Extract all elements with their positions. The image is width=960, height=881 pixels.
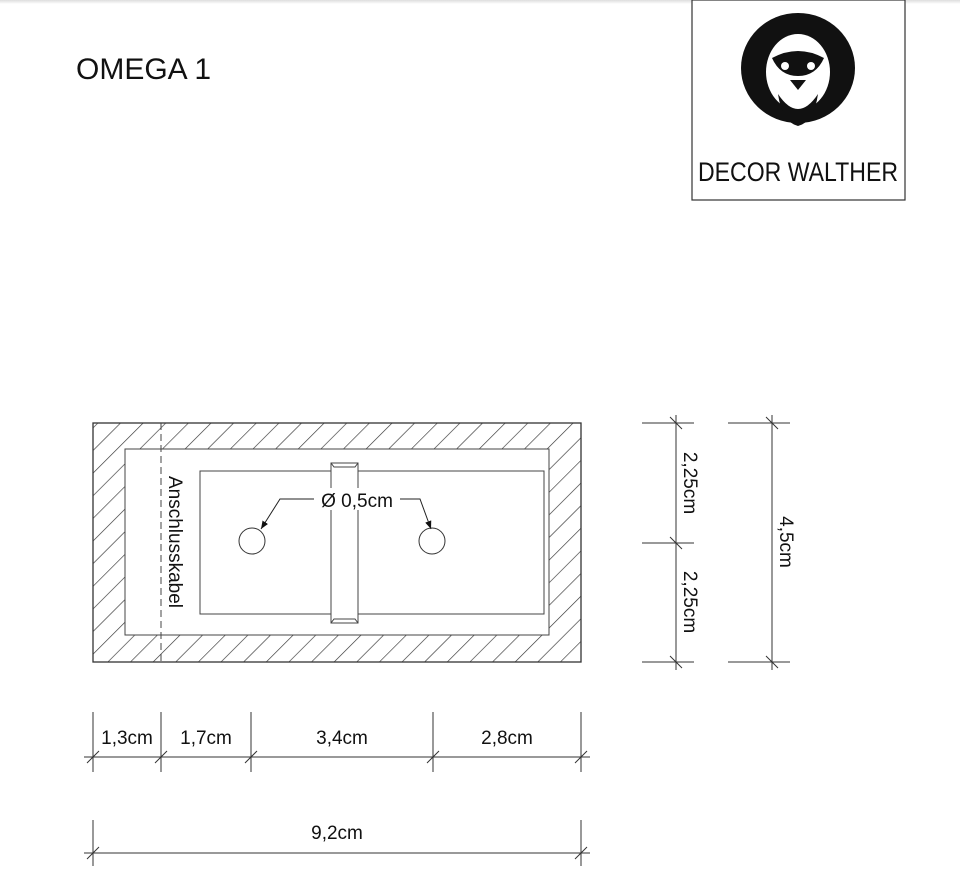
vertical-dimensions bbox=[642, 415, 790, 670]
logo-box: DECOR WALTHER bbox=[691, 0, 906, 201]
fixture-plan: Ø 0,5cm Anschlusskabel bbox=[92, 422, 582, 663]
horizontal-dimensions bbox=[84, 712, 590, 866]
top-border bbox=[0, 0, 960, 4]
page-title: OMEGA 1 bbox=[76, 53, 211, 86]
dim-total-width: 9,2cm bbox=[311, 823, 363, 844]
mounting-bar bbox=[330, 462, 359, 624]
dim-total-height: 4,5cm bbox=[775, 516, 796, 568]
brand-name: DECOR WALTHER bbox=[698, 157, 898, 187]
dim-3: 3,4cm bbox=[316, 728, 368, 749]
dim-height-top: 2,25cm bbox=[679, 452, 700, 514]
cable-label: Anschlusskabel bbox=[164, 476, 185, 608]
lion-head-icon bbox=[741, 13, 855, 126]
hole-left bbox=[238, 527, 266, 555]
dim-height-bottom: 2,25cm bbox=[679, 571, 700, 633]
hole-diameter-label: Ø 0,5cm bbox=[321, 491, 393, 512]
dim-1: 1,3cm bbox=[101, 728, 153, 749]
dim-2: 1,7cm bbox=[180, 728, 232, 749]
hole-right bbox=[418, 527, 446, 555]
dim-4: 2,8cm bbox=[481, 728, 533, 749]
